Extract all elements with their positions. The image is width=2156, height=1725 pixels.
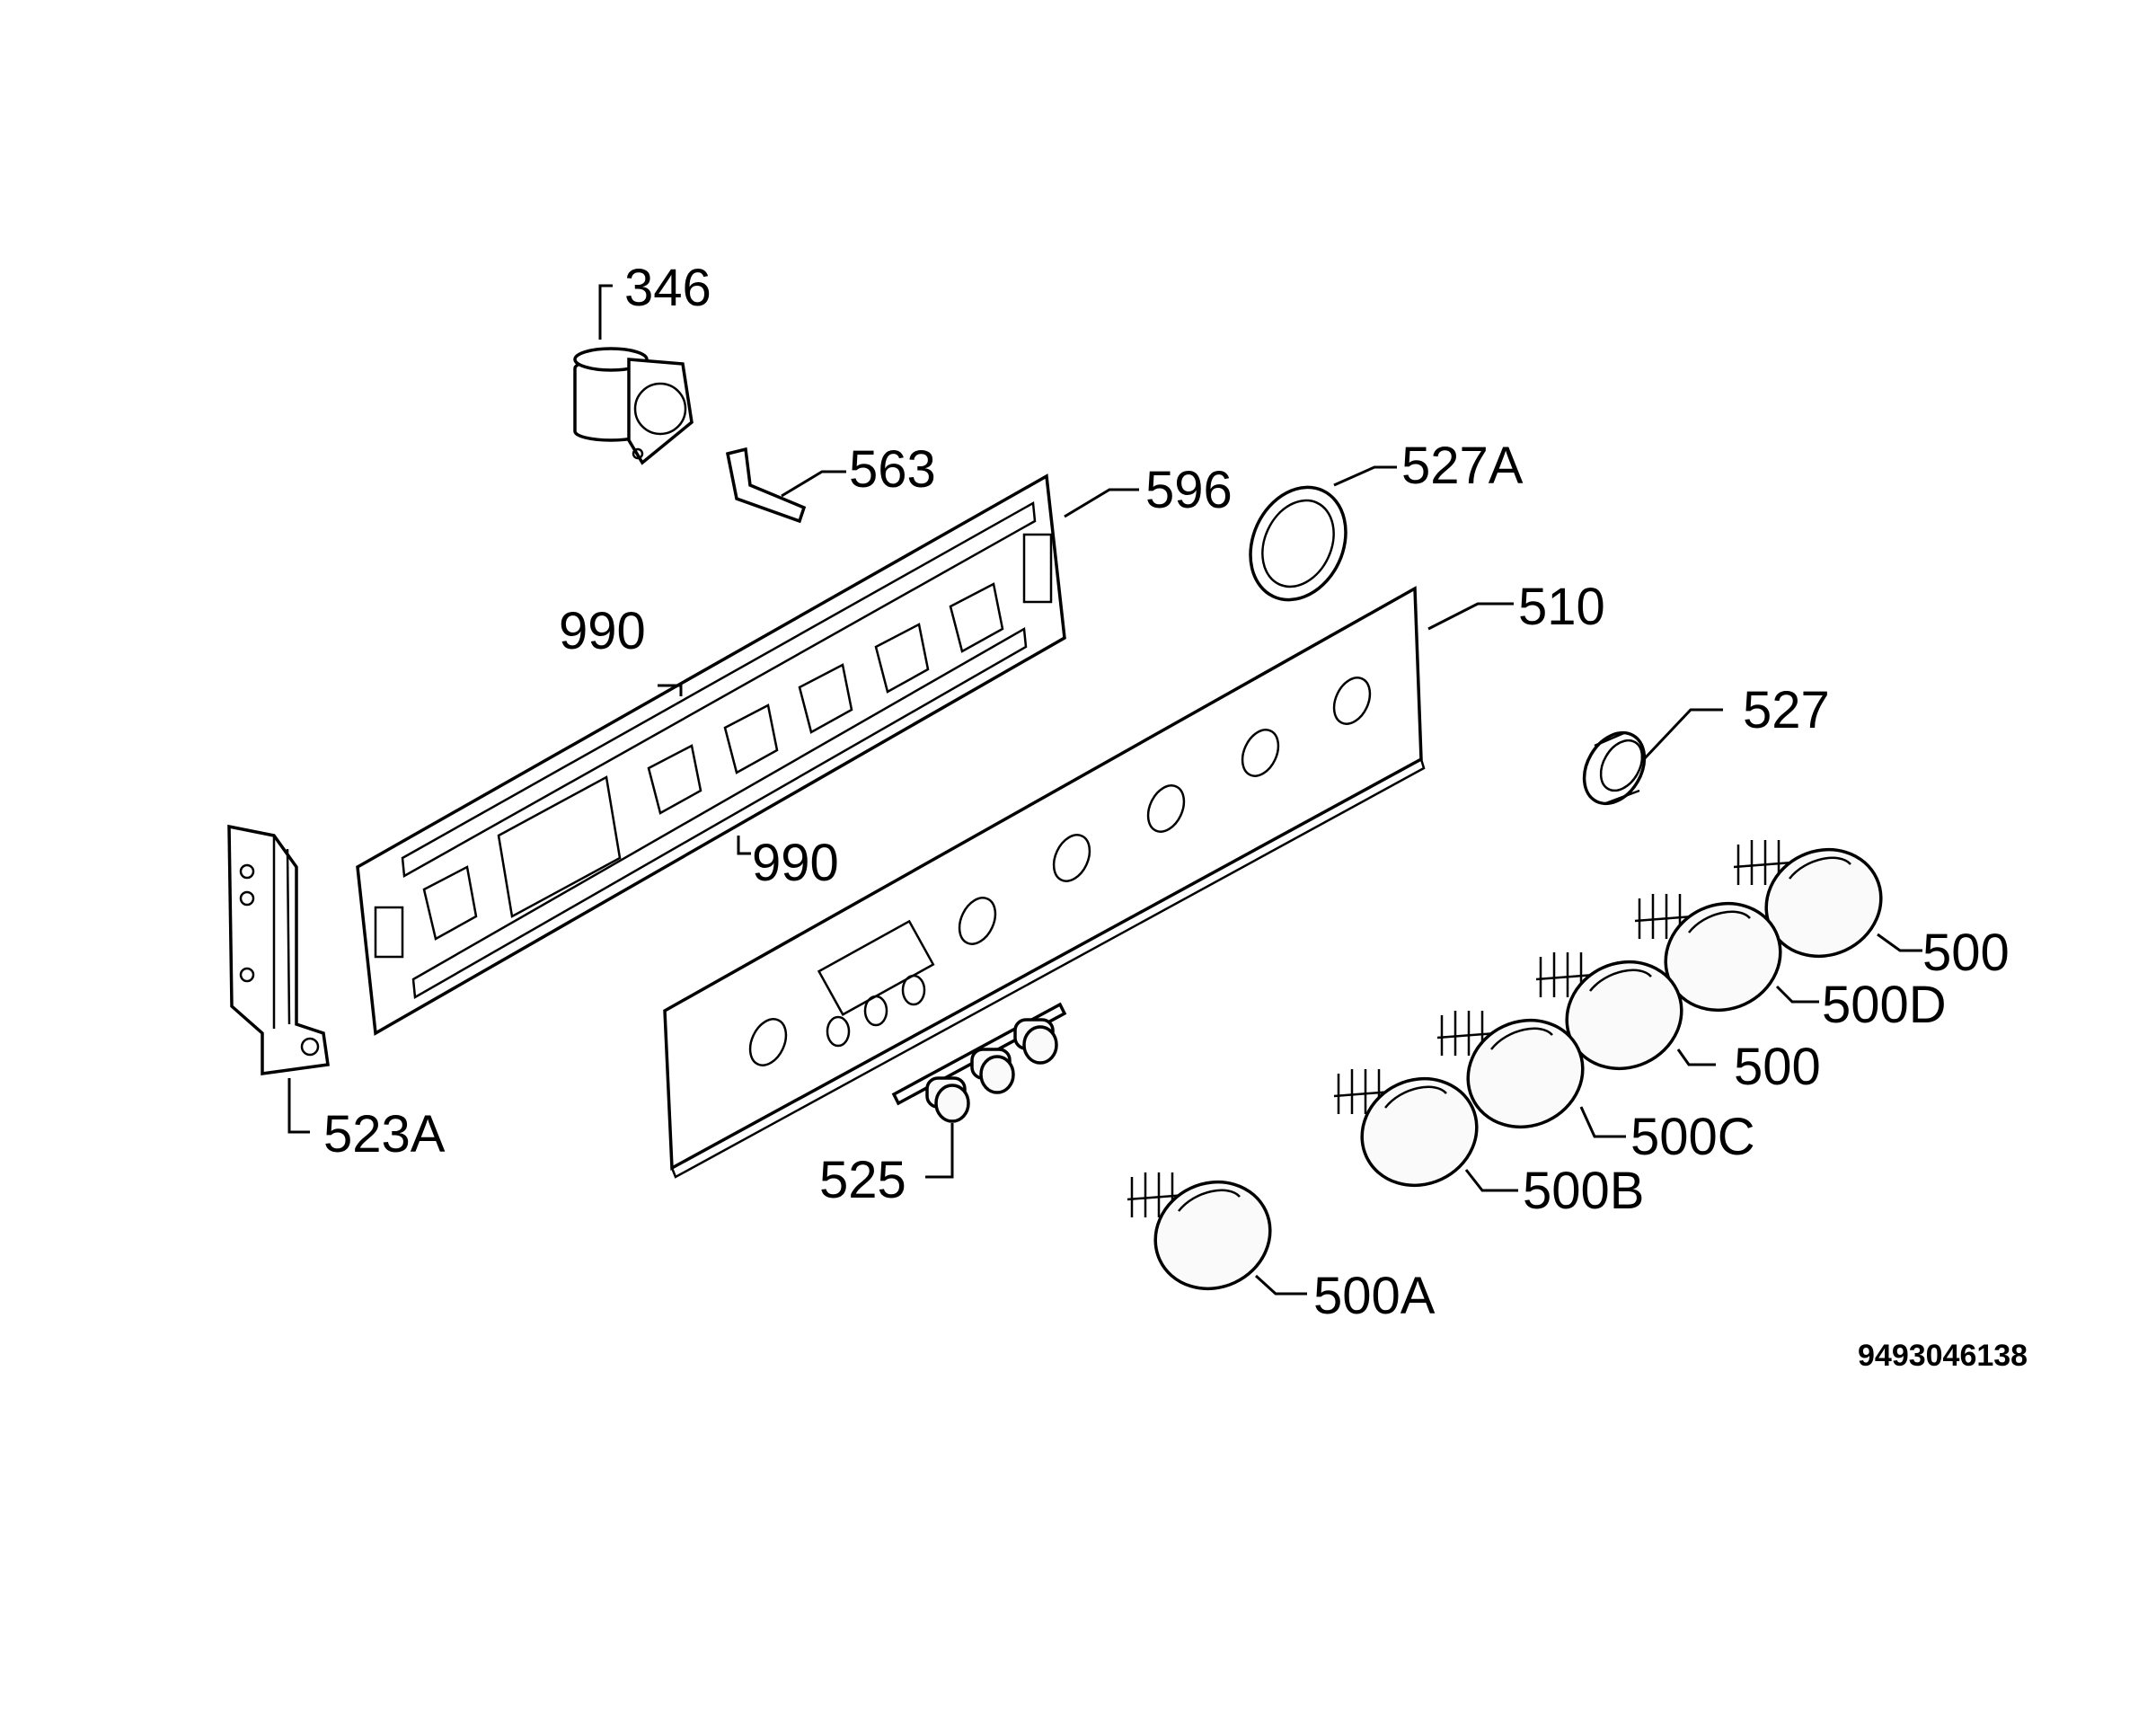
label-500A: 500A (1313, 1267, 1436, 1325)
part-510-panel (663, 586, 1426, 1179)
label-500D: 500D (1822, 976, 1947, 1034)
part-527-bezel (1582, 730, 1647, 806)
label-596: 596 (1145, 461, 1233, 519)
label-523A: 523A (323, 1105, 446, 1163)
label-500C: 500C (1630, 1108, 1755, 1166)
part-525-buttons (891, 1002, 1067, 1123)
label-510: 510 (1518, 578, 1605, 636)
leader-lines (287, 284, 1922, 1296)
button-3 (1013, 1018, 1058, 1065)
part-563 (725, 447, 807, 524)
label-500B: 500B (1523, 1162, 1644, 1220)
knob-500B (1333, 1069, 1479, 1188)
knob-500C (1436, 1011, 1585, 1129)
drawing-number: 9493046138 (1858, 1339, 2028, 1373)
label-500-top: 500 (1922, 924, 2010, 982)
label-527: 527 (1743, 681, 1830, 739)
label-500-mid: 500 (1734, 1038, 1821, 1096)
label-563: 563 (849, 440, 936, 499)
label-990-top: 990 (559, 602, 646, 660)
knob-500A (1127, 1172, 1272, 1291)
part-523A-bracket (227, 824, 330, 1076)
button-1 (925, 1076, 970, 1123)
part-596-frame (356, 473, 1066, 1036)
label-346: 346 (624, 259, 711, 317)
label-990-bottom: 990 (752, 834, 839, 892)
part-527A-ring (1249, 485, 1348, 602)
button-2 (970, 1048, 1015, 1094)
label-525: 525 (819, 1151, 906, 1209)
label-527A: 527A (1401, 437, 1524, 495)
part-346 (573, 347, 694, 465)
